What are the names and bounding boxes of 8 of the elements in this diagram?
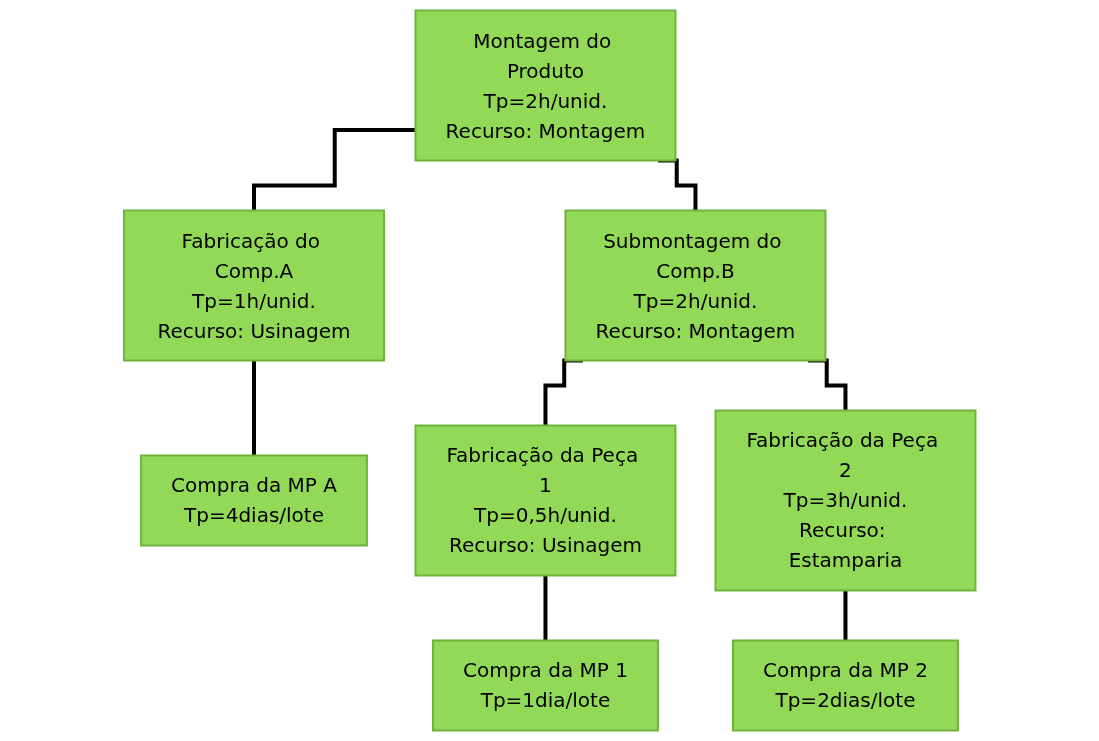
node-box: Fabricação da Peça 1 Tp=0,5h/unid. Recurso: Usinagem	[414, 424, 677, 577]
node-box: Fabricação da Peça 2 Tp=3h/unid. Recurso: Estamparia	[714, 409, 977, 592]
node-box: Compra da MP A Tp=4dias/lote	[139, 454, 368, 547]
node-box: Compra da MP 2 Tp=2dias/lote	[731, 639, 959, 732]
node-box: Fabricação do Comp.A Tp=1h/unid. Recurso: Usinagem	[122, 209, 385, 362]
node-box: Compra da MP 1 Tp=1dia/lote	[431, 639, 659, 732]
node-box: Submontagem do Comp.B Tp=2h/unid. Recurso: Montagem	[564, 209, 827, 362]
node-box: Montagem do Produto Tp=2h/unid. Recurso: Montagem	[414, 9, 677, 162]
